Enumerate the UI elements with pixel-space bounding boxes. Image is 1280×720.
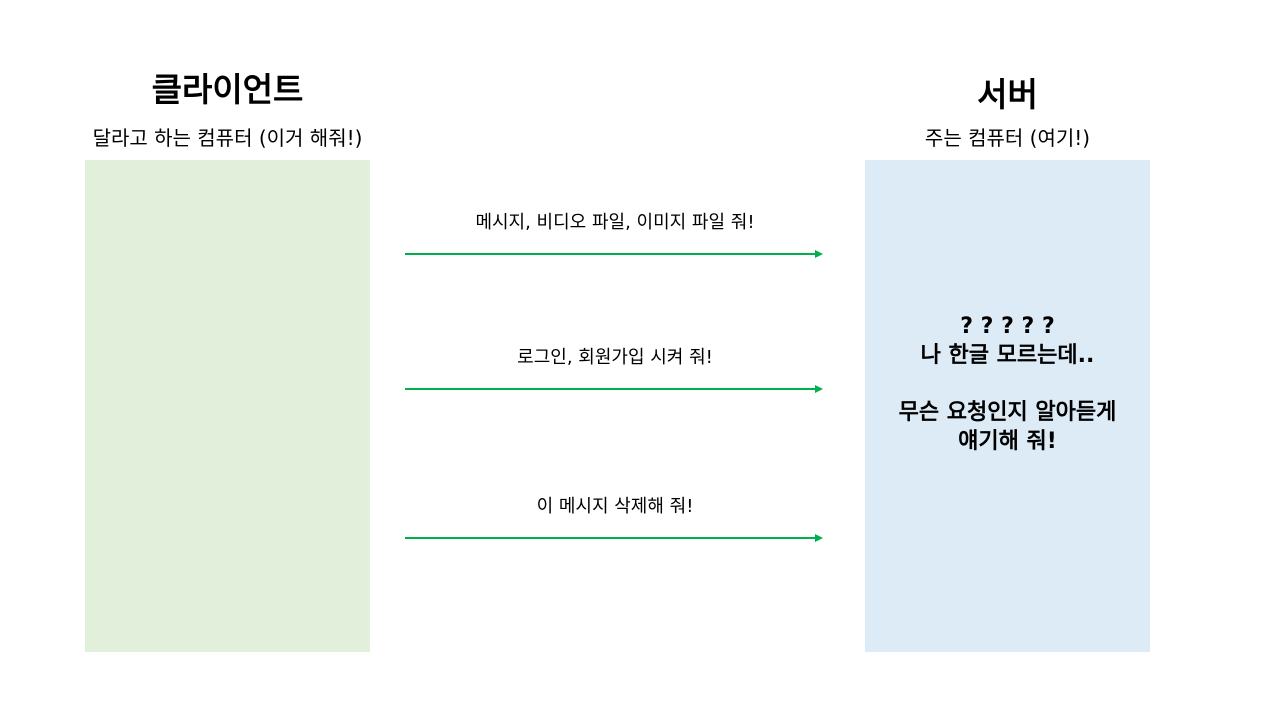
server-title: 서버 bbox=[977, 75, 1038, 114]
arrow-head-icon bbox=[815, 385, 823, 393]
arrow-head-icon bbox=[815, 534, 823, 542]
server-message-line-2: 나 한글 모르는데.. bbox=[920, 343, 1095, 368]
server-message-line-1: ? ? ? ? ? bbox=[960, 314, 1055, 339]
server-subtitle: 주는 컴퓨터 (여기!) bbox=[924, 126, 1091, 150]
client-box bbox=[85, 160, 370, 652]
request-arrow-auth bbox=[405, 384, 823, 394]
request-label-delete: 이 메시지 삭제해 줘! bbox=[536, 496, 694, 517]
request-arrow-media bbox=[405, 249, 823, 259]
arrow-head-icon bbox=[815, 250, 823, 258]
client-title: 클라이언트 bbox=[151, 70, 304, 109]
server-message-top: ? ? ? ? ? 나 한글 모르는데.. bbox=[865, 312, 1150, 370]
arrow-shaft bbox=[405, 388, 815, 390]
server-message-line-4: 얘기해 줘! bbox=[958, 429, 1057, 454]
request-label-media: 메시지, 비디오 파일, 이미지 파일 줘! bbox=[475, 212, 755, 233]
server-message-bottom: 무슨 요청인지 알아듣게 얘기해 줘! bbox=[865, 398, 1150, 456]
server-box: ? ? ? ? ? 나 한글 모르는데.. 무슨 요청인지 알아듣게 얘기해 줘… bbox=[865, 160, 1150, 652]
server-message-line-3: 무슨 요청인지 알아듣게 bbox=[898, 400, 1117, 425]
client-subtitle: 달라고 하는 컴퓨터 (이거 해줘!) bbox=[92, 126, 363, 150]
arrow-shaft bbox=[405, 537, 815, 539]
arrow-shaft bbox=[405, 253, 815, 255]
request-label-auth: 로그인, 회원가입 시켜 줘! bbox=[517, 347, 713, 368]
request-arrow-delete bbox=[405, 533, 823, 543]
